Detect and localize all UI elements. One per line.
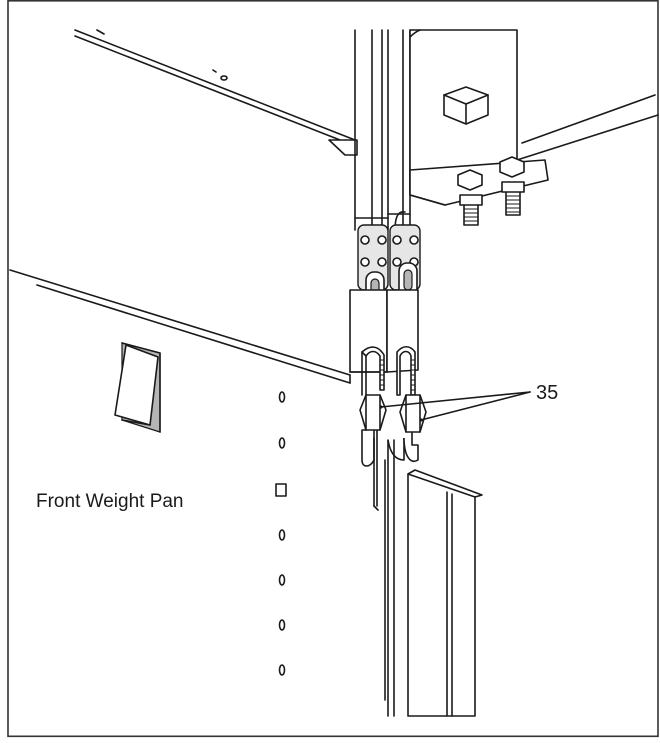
pan-hole <box>278 437 286 449</box>
pan-hole <box>278 619 286 631</box>
figure-frame <box>7 0 659 738</box>
pan-hole <box>278 664 286 676</box>
left-u-bolt <box>359 346 405 467</box>
hanging-plate <box>373 439 483 717</box>
right-chain <box>389 224 421 298</box>
bracket-nut-right <box>499 156 525 216</box>
part-label-front-weight-pan: Front Weight Pan <box>36 491 184 512</box>
pan-hole <box>278 574 286 586</box>
callout-leaders <box>379 391 531 422</box>
leader-line <box>420 391 531 421</box>
u-bolt-assemblies <box>359 345 427 467</box>
pan-hole <box>278 391 286 403</box>
bracket-nut-left <box>457 169 483 226</box>
pan-holes <box>275 391 287 676</box>
top-plate <box>74 29 659 161</box>
right-u-bolt <box>396 345 427 462</box>
front-weight-pan <box>9 269 378 676</box>
mounting-bracket <box>409 29 549 226</box>
pan-tab <box>114 342 161 433</box>
bracket-hex-bolt <box>443 86 489 125</box>
pan-slot-square <box>275 483 287 497</box>
vertical-guide-bars <box>354 29 411 231</box>
leader-line <box>380 391 531 408</box>
pan-hole <box>278 529 286 541</box>
callout-number: 35 <box>536 382 559 404</box>
